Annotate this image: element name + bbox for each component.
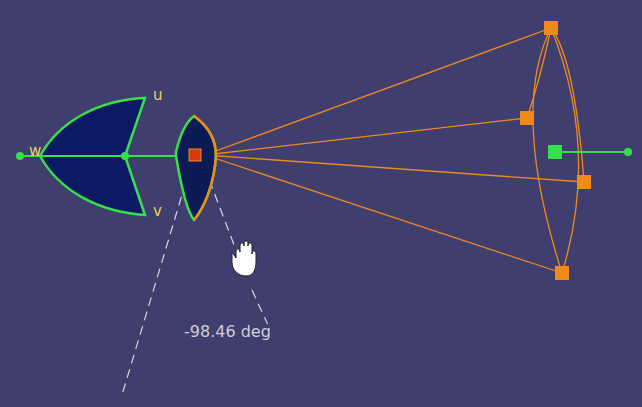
axis-dot [121, 152, 129, 160]
hand-cursor [232, 241, 256, 276]
target-handle [548, 145, 562, 159]
lens-shape [176, 116, 216, 220]
direction-shell [40, 98, 145, 215]
axis-label: u [153, 88, 163, 103]
axis-label: w [29, 144, 41, 159]
cone-handles [520, 21, 591, 280]
axis-line [20, 155, 200, 157]
angle-guide [252, 290, 268, 325]
handle [189, 149, 201, 161]
angle-readout: -98.46 deg [182, 324, 273, 340]
axis-label: v [153, 204, 162, 219]
light-cone [205, 28, 584, 273]
axis-dot [16, 152, 24, 160]
